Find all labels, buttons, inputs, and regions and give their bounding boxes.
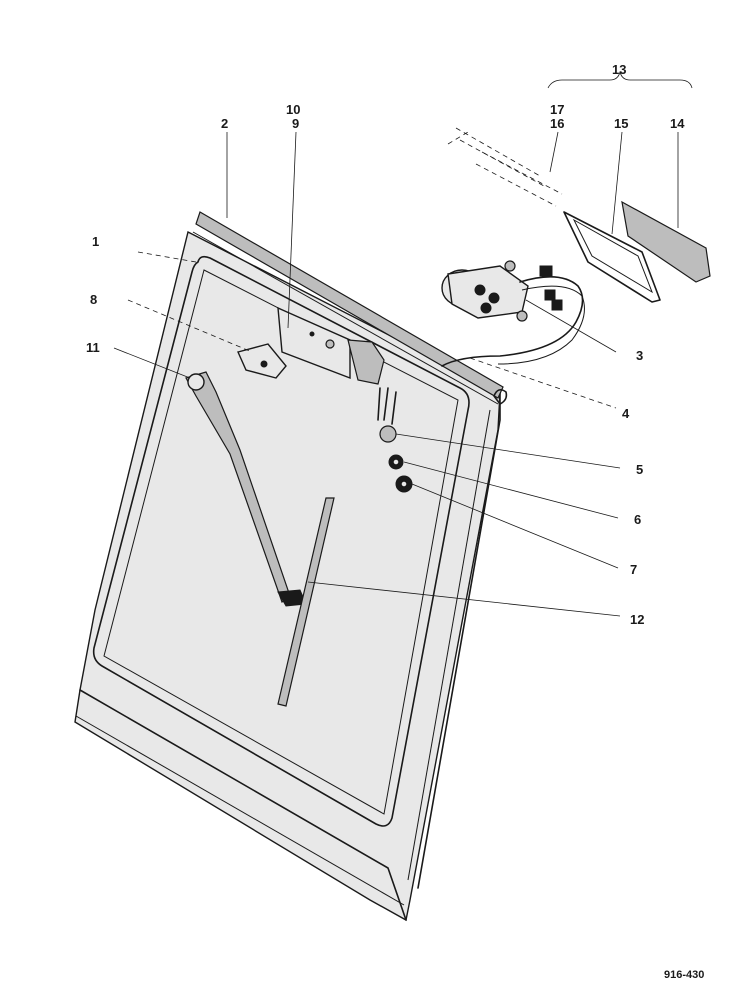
wiper-connector-1 [539,265,553,277]
bracket-hole-1 [309,331,315,337]
leader-4 [469,357,617,409]
nut-6-hole [392,458,400,466]
window-opening [92,255,470,827]
leader-8 [127,299,253,353]
callout-15: 15 [614,116,628,131]
leader-13-bracket [547,71,693,89]
part-15-frame-inner [572,218,653,294]
wiper-arm-pivot [187,373,205,391]
leader-1 [137,251,197,263]
door-skirt-inner-line [75,715,405,906]
reference-code: 916-430 [664,969,704,981]
wiper-blade-body [277,497,335,707]
callout-2: 2 [221,116,228,131]
top-seal-strip [192,211,508,405]
leader-6 [403,461,619,519]
bracket-plate [277,306,351,380]
leader-7 [411,483,619,569]
wiper-motor-mount-bottom [516,310,528,322]
top-seal-strip-line [192,231,499,405]
part-17-outline [475,151,563,207]
part-16-outline [447,127,545,187]
leader-9 [287,131,297,329]
door-right-edge [417,391,501,889]
wiper-motor-terminal-2 [488,292,500,304]
callout-8: 8 [90,292,97,307]
mounting-bracket [277,306,385,385]
wiper-motor-mount-top [504,260,516,272]
wiper-blade [277,497,335,707]
callout-10: 10 [286,102,300,117]
callout-6: 6 [634,512,641,527]
leader-15 [611,131,623,235]
callout-labels: 1 2 3 4 5 6 7 8 9 10 11 12 13 14 15 16 1… [86,62,685,627]
wiper-connector-2 [544,289,556,301]
leader-lines [113,71,693,617]
callout-3: 3 [636,348,643,363]
leader-5 [395,433,621,469]
leader-11 [113,347,191,379]
callout-11: 11 [86,340,100,355]
wiper-wires [441,276,584,367]
leader-12 [307,581,621,617]
top-seal-strip-body [195,211,504,399]
part-15-frame [563,211,661,303]
callout-9: 9 [292,116,299,131]
bracket-hole-2 [325,339,335,349]
callout-14: 14 [670,116,685,131]
spacer-7-hole [400,480,408,488]
leader-3 [525,299,617,353]
wiper-wires-outer [497,285,585,365]
switch-plate [237,343,287,379]
callout-7: 7 [630,562,637,577]
callout-4: 4 [622,406,630,421]
top-seal-strip-end [493,388,508,405]
callout-12: 12 [630,612,644,627]
callout-5: 5 [636,462,643,477]
small-parts [377,387,413,493]
bracket-block [347,339,385,385]
wiper-motor-terminal-3 [480,302,492,314]
callout-1: 1 [92,234,99,249]
part-14-panel [621,200,711,283]
callout-16: 16 [550,116,564,131]
leader-16 [549,131,559,173]
switch-plate-body [237,343,287,379]
switch-plate-hole [260,360,268,368]
harness-wires [377,387,397,425]
wiper-connector-3 [551,299,563,311]
wiper-motor [441,260,585,367]
grommet-5 [379,425,397,443]
callout-13: 13 [612,62,626,77]
exploded-glass-parts [447,127,711,303]
door-right-edge-inner [407,409,491,881]
wiper-arm [185,371,307,607]
callout-17: 17 [550,102,564,117]
wiper-motor-terminal-1 [474,284,486,296]
